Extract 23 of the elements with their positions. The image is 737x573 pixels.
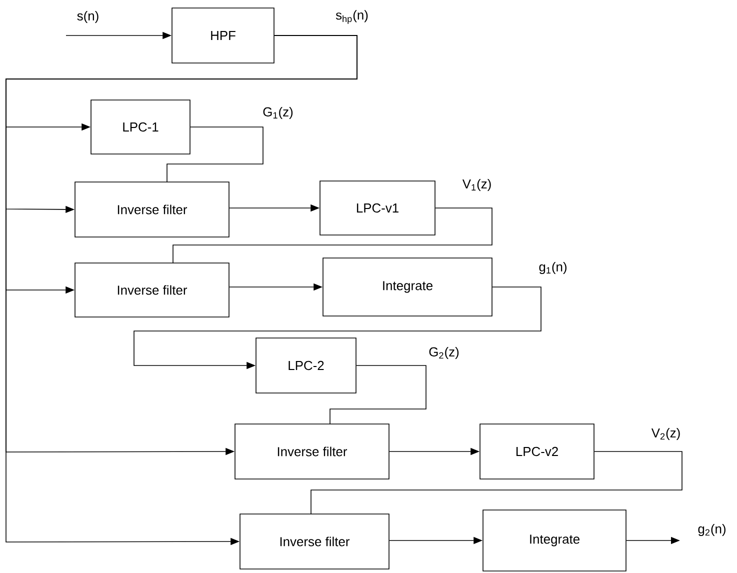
- edge-label: V$_{2}$(z): [650, 426, 682, 442]
- process-box: Inverse filter: [74, 182, 230, 238]
- edge-label: g$_{1}$(n): [538, 260, 568, 276]
- edge-label: V$_{1}$(z): [461, 178, 493, 192]
- process-box: HPF: [172, 8, 274, 64]
- edge-label: g$_{2}$(n): [696, 522, 728, 538]
- process-box: Inverse filter: [74, 262, 230, 318]
- connector-line: [310, 451, 682, 514]
- process-box: LPC-v1: [320, 180, 436, 236]
- process-box: LPC-1: [90, 100, 190, 154]
- edge-label: s$_{hp}$(n): [334, 9, 370, 25]
- edge-label: G$_{2}$(z): [428, 346, 460, 360]
- process-box: Inverse filter: [234, 424, 390, 480]
- process-box: LPC-2: [256, 338, 356, 394]
- process-box: Integrate: [482, 510, 626, 572]
- process-box: Inverse filter: [240, 514, 390, 570]
- connector-line: [166, 126, 264, 182]
- connector-line: [330, 365, 426, 424]
- process-box: LPC-v2: [480, 424, 594, 480]
- connector-line: [172, 208, 492, 264]
- process-box: Integrate: [322, 258, 492, 316]
- edge-label: G$_{1}$(z): [262, 106, 294, 120]
- edge-label: s(n): [76, 10, 100, 24]
